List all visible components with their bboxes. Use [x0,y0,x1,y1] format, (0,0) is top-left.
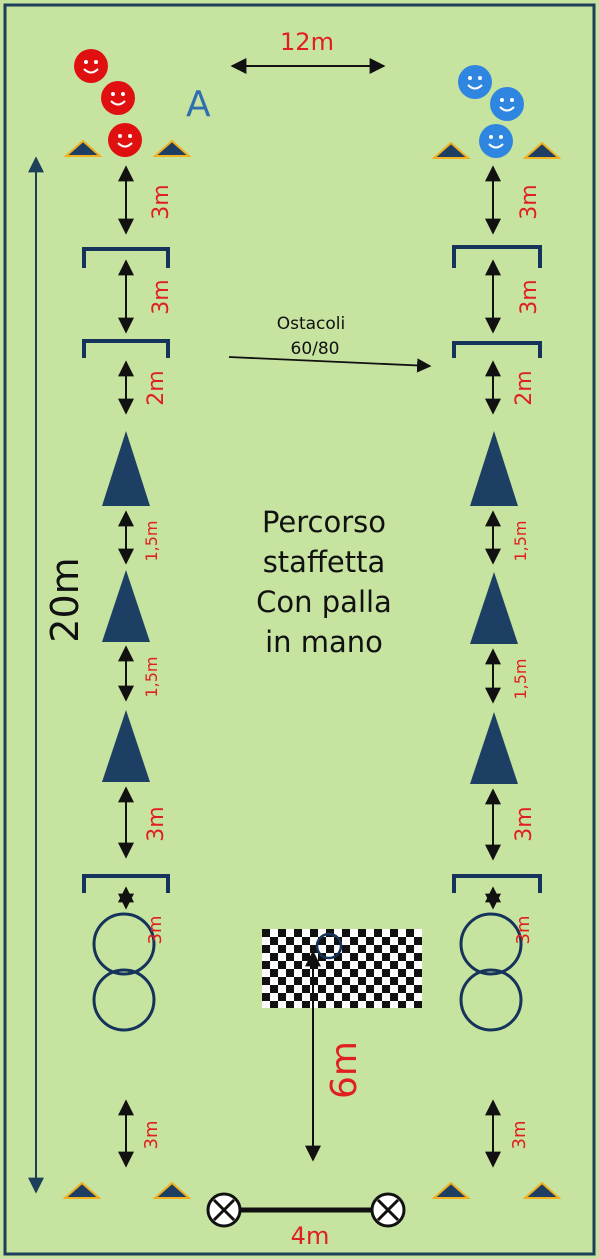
hurdle-icon [82,247,170,268]
hoops [92,912,523,1032]
cross-post-icon [370,1192,406,1228]
distance-label: 2m [512,370,537,405]
distance-label: 2m [144,370,169,405]
smiley-ball-icon [458,65,492,99]
length-label: 20m [43,557,87,642]
marker-cone-icon [152,139,192,157]
distance-label: 3m [512,806,537,841]
target-ring [315,932,343,960]
distance-label: 3m [517,279,542,314]
marker-cone-icon [431,141,471,159]
distance-label: 1,5m [511,658,530,699]
obstacles-label-line2: 60/80 [291,339,340,359]
hoop-icon [92,968,156,1032]
smiley-ball-icon [108,123,142,157]
end-cones [62,1181,562,1199]
tall-cone-icon [102,710,150,782]
field-border [3,3,596,1256]
center-title-line2: staffetta [263,545,386,579]
checkered-flag-icon [262,929,422,1008]
obstacles-arrow [228,356,432,373]
hurdle-icon [82,339,170,358]
distance-label: 3m [513,916,534,945]
tall-cone-icon [102,570,150,642]
finish-distance-label: 6m [324,1041,365,1099]
tall-cone-icon [470,712,518,784]
marker-cone-icon [63,139,103,157]
obstacles-label-line1: Ostacoli [277,314,346,334]
tall-cone-icon [470,572,518,644]
distance-labels: 3m 3m 3m 3m 2m 2m 1,5m 1,5m 1,5m 1,5m 3m… [141,184,542,1149]
hoop-icon [459,968,523,1032]
hurdle-icon [452,874,542,893]
smiley-ball-icon [479,124,513,158]
distance-label: 3m [509,1121,530,1150]
hurdle-icon [452,341,542,358]
distance-label: 1,5m [142,520,161,561]
distance-label: 3m [145,916,166,945]
width-label: 12m [280,28,334,56]
distance-label: 3m [517,184,542,219]
smiley-ball-icon [74,49,108,83]
center-title-line4: in mano [265,625,383,659]
center-title-line1: Percorso [262,505,386,539]
marker-cone-icon [522,1181,562,1199]
finish-width-label: 4m [291,1222,330,1250]
distance-label: 1,5m [142,656,161,697]
center-title-line3: Con palla [256,585,392,619]
distance-label: 3m [149,279,174,314]
cross-post-icon [206,1192,242,1228]
team-letter: A [186,84,211,125]
marker-cone-icon [431,1181,471,1199]
hurdle-icon [452,245,542,268]
tall-cone-icon [470,431,518,506]
distance-label: 3m [144,806,169,841]
distance-label: 1,5m [511,520,530,561]
smiley-ball-icon [490,87,524,121]
marker-cone-icon [62,1181,102,1199]
hoop-icon [92,912,156,976]
marker-cone-icon [522,141,562,159]
smiley-ball-icon [101,81,135,115]
blue-balls [458,65,524,158]
distance-markers [118,165,501,1168]
tall-cones [102,431,518,784]
red-balls [74,49,142,157]
marker-cone-icon [152,1181,192,1199]
distance-label: 3m [141,1121,162,1150]
hoop-icon [459,912,523,976]
start-cones [63,139,562,159]
hurdle-icon [82,874,170,893]
hurdles [82,245,542,893]
distance-label: 3m [149,184,174,219]
tall-cone-icon [102,431,150,506]
